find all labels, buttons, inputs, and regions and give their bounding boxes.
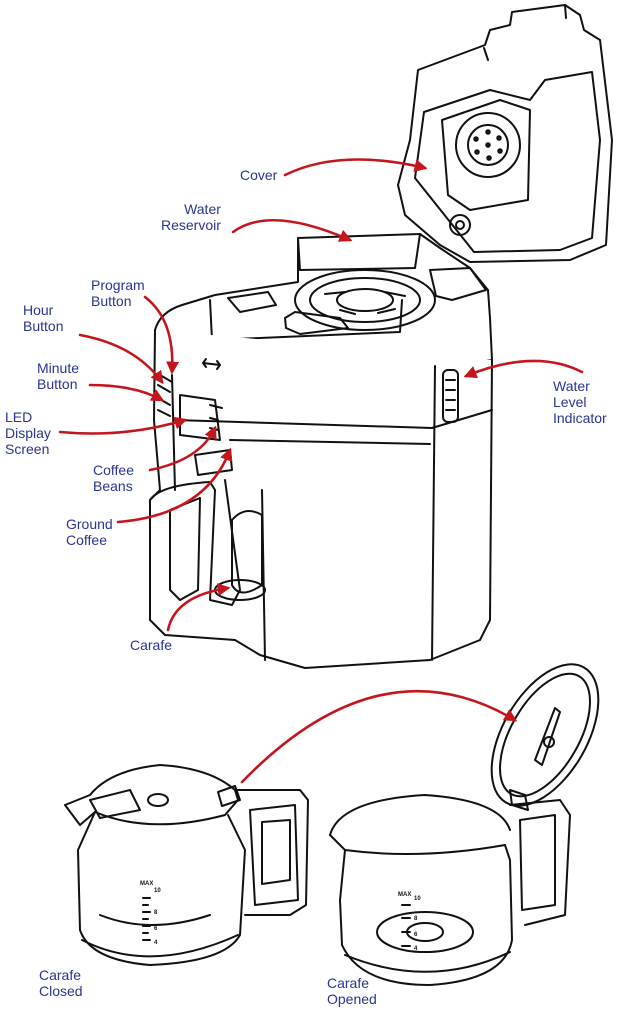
machine-drawing (149, 4, 613, 669)
closed-level-8: 8 (154, 910, 158, 916)
label-water-level-indicator: Water Level Indicator (553, 378, 607, 426)
carafe-markings: MAX 10 8 6 4 MAX 10 8 6 4 (140, 881, 421, 952)
closed-level-6: 6 (154, 926, 158, 932)
arrow-cover (283, 158, 428, 177)
callout-arrows (58, 158, 584, 784)
label-coffee-beans: Coffee Beans (93, 462, 134, 494)
label-carafe-opened-line-2: Opened (327, 991, 377, 1007)
label-ground-coffee: Ground Coffee (66, 516, 113, 548)
arrow-ground-coffee (116, 447, 233, 524)
label-water-reservoir: Water Reservoir (161, 201, 221, 233)
arrow-carafe (166, 583, 231, 632)
closed-level-10: 10 (154, 888, 161, 894)
arrow-water-level (463, 359, 584, 379)
label-cover: Cover (240, 167, 277, 183)
label-minute-button-line-2: Button (37, 376, 78, 392)
arrow-coffee-beans (148, 425, 217, 472)
label-carafe-opened: Carafe Opened (327, 975, 377, 1007)
label-coffee-beans-line-1: Coffee (93, 462, 134, 478)
label-program-button-line-2: Button (91, 293, 132, 309)
label-cover-line-1: Cover (240, 167, 278, 183)
machine-body (149, 329, 493, 669)
label-water-level-line-1: Water (553, 378, 590, 394)
closed-max-text: MAX (140, 881, 153, 887)
label-program-button: Program Button (91, 277, 145, 309)
label-water-reservoir-line-2: Reservoir (161, 217, 221, 233)
label-carafe-closed-line-2: Closed (39, 983, 83, 999)
label-water-reservoir-line-1: Water (184, 201, 221, 217)
label-carafe-closed-line-1: Carafe (39, 967, 82, 983)
label-program-button-line-1: Program (91, 277, 145, 293)
label-led-display-screen: LED Display Screen (5, 409, 51, 457)
opened-level-10: 10 (414, 896, 421, 902)
label-minute-button: Minute Button (37, 360, 79, 392)
carafe-opened-drawing (329, 663, 600, 986)
label-carafe: Carafe (130, 637, 172, 653)
arrow-led-display (58, 416, 188, 435)
label-carafe-line-1: Carafe (130, 637, 173, 653)
label-hour-button-line-2: Button (23, 318, 64, 334)
opened-level-4: 4 (414, 946, 418, 952)
label-carafe-opened-line-1: Carafe (327, 975, 370, 991)
arrow-hour-button (78, 333, 164, 385)
label-led-line-3: Screen (5, 441, 50, 457)
opened-max-text: MAX (398, 892, 411, 898)
opened-level-8: 8 (414, 916, 418, 922)
label-minute-button-line-1: Minute (37, 360, 80, 376)
arrow-program-button (143, 295, 180, 375)
label-water-level-line-3: Indicator (553, 410, 607, 426)
closed-level-4: 4 (154, 940, 158, 946)
arrow-water-reservoir (231, 218, 353, 242)
label-carafe-closed: Carafe Closed (39, 967, 83, 999)
arrow-minute-button (88, 383, 165, 402)
carafe-closed-drawing (64, 764, 309, 966)
arrow-carafe-lid (240, 689, 518, 784)
label-coffee-beans-line-2: Beans (93, 478, 133, 494)
label-water-level-line-2: Level (553, 394, 587, 410)
label-hour-button: Hour Button (23, 302, 63, 334)
label-ground-coffee-line-1: Ground (66, 516, 113, 532)
cover-lid (397, 4, 613, 263)
label-hour-button-line-1: Hour (23, 302, 54, 318)
opened-level-6: 6 (414, 932, 418, 938)
label-led-line-1: LED (5, 409, 33, 425)
label-led-line-2: Display (5, 425, 51, 441)
label-ground-coffee-line-2: Coffee (66, 532, 107, 548)
